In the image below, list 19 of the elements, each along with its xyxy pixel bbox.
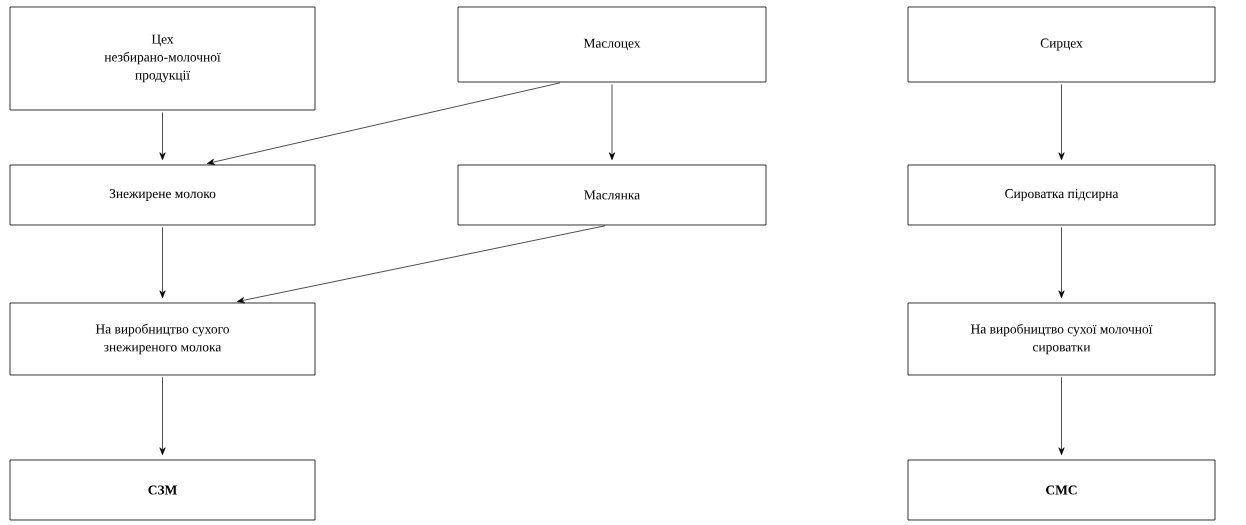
process-box: На виробництво сухого знежиреного молока bbox=[9, 302, 316, 376]
process-box: Сироватка підсирна bbox=[907, 164, 1216, 226]
process-box: Маслянка bbox=[457, 164, 767, 226]
process-box: Цех незбирано-молочної продукції bbox=[9, 6, 316, 111]
arrow bbox=[1058, 377, 1065, 455]
process-box: Сирцех bbox=[907, 6, 1216, 83]
arrow bbox=[1058, 227, 1065, 298]
arrow bbox=[237, 225, 606, 304]
arrow bbox=[207, 82, 561, 165]
arrow bbox=[608, 84, 616, 160]
arrow bbox=[159, 112, 166, 160]
arrow bbox=[159, 227, 166, 298]
process-box: СЗМ bbox=[9, 459, 316, 521]
process-box: На виробництво сухої молочної сироватки bbox=[907, 302, 1216, 376]
arrow bbox=[159, 377, 166, 455]
arrow bbox=[1058, 84, 1065, 160]
process-box: Знежирене молоко bbox=[9, 164, 316, 226]
process-box: СМС bbox=[907, 459, 1216, 521]
process-box: Маслоцех bbox=[457, 6, 767, 83]
